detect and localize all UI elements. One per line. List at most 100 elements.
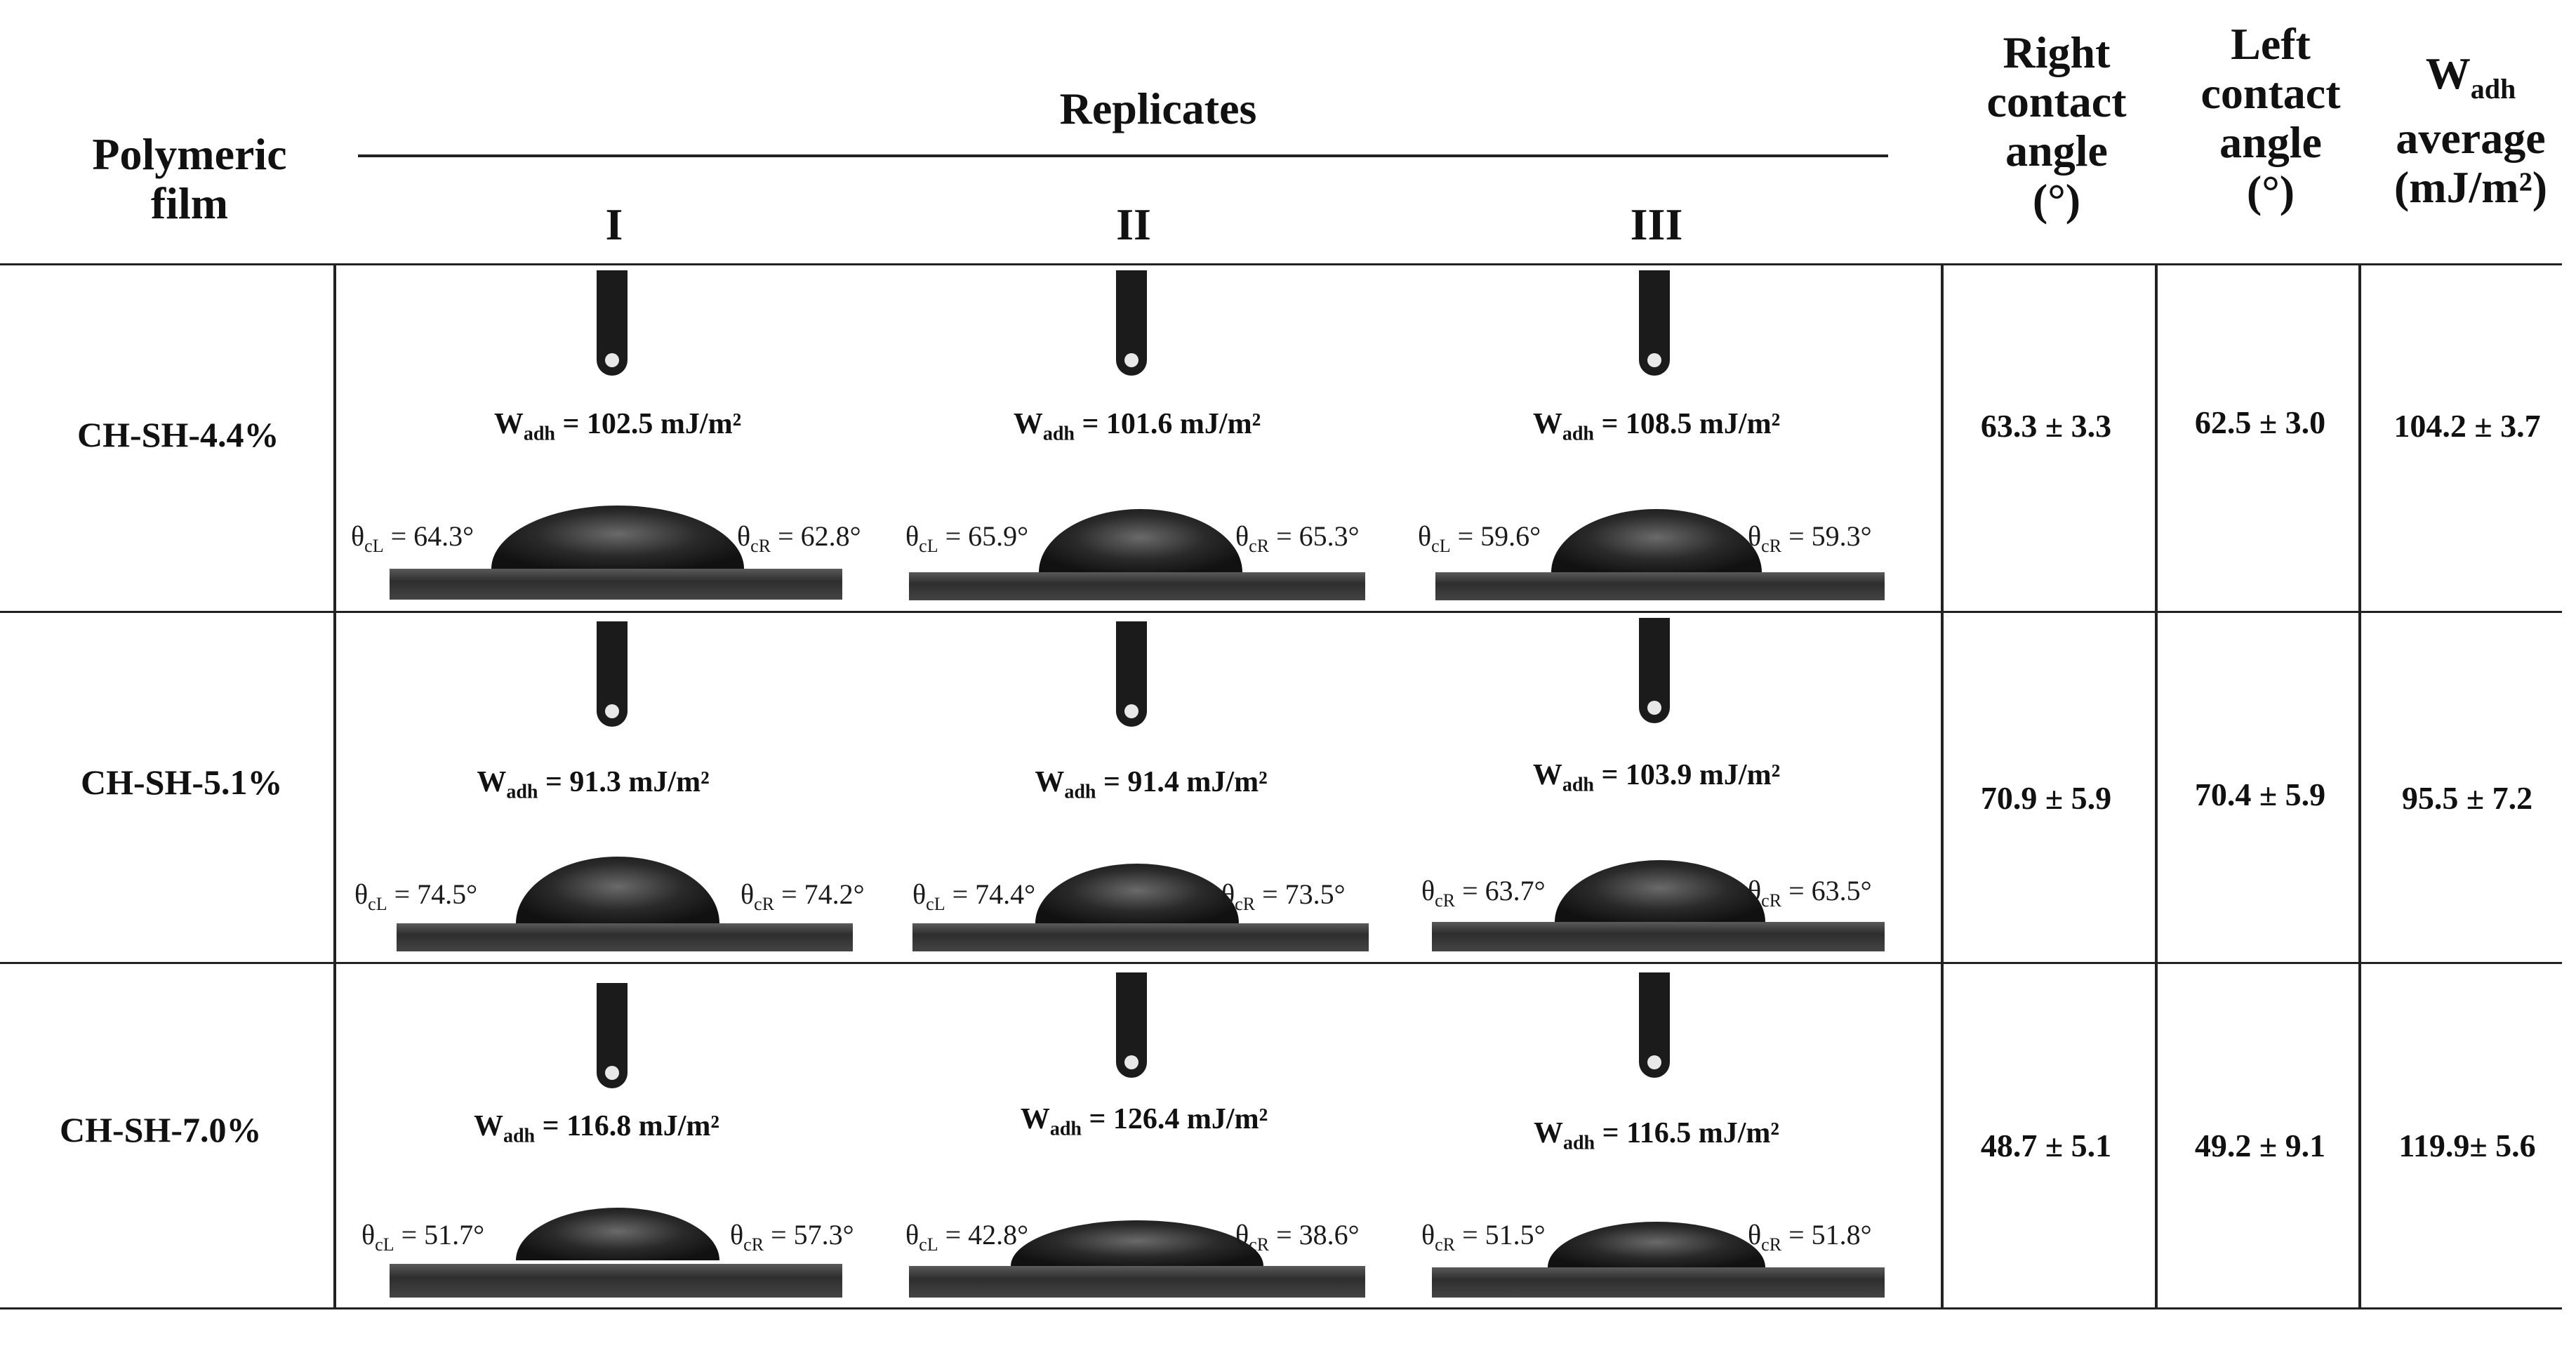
theta-sub: cL [1431, 536, 1451, 556]
wadh-value: 91.3 mJ/m² [569, 766, 710, 798]
angle-value: = 57.3° [771, 1219, 854, 1251]
row-2-left-angle: 70.4 ± 5.9 [2194, 777, 2326, 812]
right-angle-label: θcR = 74.2° [741, 878, 865, 915]
angle-value: = 59.6° [1457, 520, 1541, 552]
theta-sub: cR [743, 1234, 764, 1255]
angle-value: = 63.5° [1788, 875, 1872, 906]
header-rep-3: III [1630, 199, 1683, 249]
angle-value: = 42.8° [945, 1219, 1029, 1251]
header-wadh: Wadh average (mJ/m²) [2365, 49, 2576, 212]
droplet-image [1011, 1220, 1263, 1266]
droplet-image [516, 857, 719, 923]
theta-sub: cL [375, 1234, 394, 1255]
wadh-value: 108.5 mJ/m² [1625, 408, 1781, 440]
needle-icon [1639, 270, 1670, 376]
wadh-label: Wadh = 126.4 mJ/m² [1020, 1103, 1268, 1140]
row-2-wadh-avg: 95.5 ± 7.2 [2401, 780, 2533, 816]
theta: θ [1235, 1219, 1249, 1251]
header-left-angle-l3: angle [2219, 117, 2322, 167]
row-3-wadh-avg: 119.9± 5.6 [2398, 1128, 2536, 1163]
header-wadh-l1: Wadh [2365, 49, 2576, 114]
row-2-film: CH-SH-5.1% [81, 763, 283, 802]
wadh-value: 126.4 mJ/m² [1113, 1103, 1268, 1135]
right-angle-label: θcR = 62.8° [737, 520, 861, 557]
substrate-image [909, 572, 1365, 600]
replicates-rule [358, 154, 1888, 157]
theta: θ [1418, 520, 1432, 552]
theta: θ [737, 520, 751, 552]
wadh-value: 116.8 mJ/m² [566, 1110, 719, 1142]
substrate-image [397, 923, 853, 951]
droplet-image [1039, 509, 1242, 572]
droplet-image [491, 506, 744, 569]
header-rep-2: II [1116, 199, 1151, 249]
theta: θ [1235, 520, 1249, 552]
row-3-film: CH-SH-7.0% [60, 1110, 262, 1149]
wadh-label: Wadh = 91.3 mJ/m² [477, 766, 710, 803]
header-film: Polymeric film [56, 130, 323, 228]
theta-sub: cR [1761, 1234, 1782, 1255]
angle-value: = 65.9° [945, 520, 1029, 552]
needle-icon [1639, 972, 1670, 1078]
header-right-angle-l1: Right [2003, 27, 2111, 77]
theta-sub: cR [1761, 890, 1782, 911]
theta: θ [354, 878, 369, 910]
theta: θ [741, 878, 755, 910]
wadh-label: Wadh = 108.5 mJ/m² [1532, 408, 1781, 445]
needle-icon [1116, 972, 1147, 1078]
row-2-right-angle: 70.9 ± 5.9 [1980, 780, 2112, 816]
theta: θ [1748, 1219, 1762, 1251]
theta-sub: cL [926, 894, 945, 914]
angle-value: = 73.5° [1262, 878, 1346, 910]
right-angle-label: θcR = 63.5° [1748, 874, 1872, 911]
droplet-image [1551, 509, 1762, 572]
header-right-angle: Right contact angle (°) [1951, 28, 2162, 225]
substrate-image [1432, 922, 1885, 951]
wadh-value: 102.5 mJ/m² [586, 408, 742, 440]
wadh-value: 116.5 mJ/m² [1626, 1117, 1779, 1149]
left-angle-label: θcL = 51.7° [361, 1218, 484, 1255]
theta-sub: cR [1435, 1234, 1456, 1255]
left-angle-label: θcL = 42.8° [905, 1218, 1028, 1255]
droplet-image [1548, 1222, 1765, 1267]
wadh-value: 101.6 mJ/m² [1106, 408, 1261, 440]
header-replicates: Replicates [1059, 84, 1257, 133]
row-1-film: CH-SH-4.4% [77, 415, 279, 454]
header-left-angle: Left contact angle (°) [2165, 20, 2376, 216]
wadh-value: 103.9 mJ/m² [1625, 759, 1781, 791]
header-left-angle-l2: contact [2200, 68, 2341, 118]
theta: θ [1748, 875, 1762, 906]
angle-value: = 63.7° [1462, 875, 1546, 906]
needle-icon [597, 621, 628, 727]
row-divider-1 [0, 611, 2562, 613]
wadh-label: Wadh = 91.4 mJ/m² [1035, 766, 1268, 803]
droplet-image [1035, 864, 1239, 923]
right-angle-label: θcR = 59.3° [1748, 520, 1872, 557]
theta: θ [361, 1219, 376, 1251]
header-left-angle-l1: Left [2231, 19, 2311, 69]
left-angle-label: θcL = 74.4° [912, 878, 1035, 915]
left-angle-label: θcL = 64.3° [351, 520, 474, 557]
row-3-left-angle: 49.2 ± 9.1 [2194, 1128, 2326, 1163]
row-divider-2 [0, 962, 2562, 964]
theta-sub: cR [754, 894, 775, 914]
col-divider-film [333, 263, 336, 1309]
row-1-left-angle: 62.5 ± 3.0 [2194, 404, 2326, 440]
left-angle-label: θcL = 65.9° [905, 520, 1028, 557]
wadh-label: Wadh = 116.5 mJ/m² [1533, 1117, 1779, 1154]
table-top-rule [0, 263, 2562, 265]
droplet-image [1555, 860, 1765, 922]
theta-sub: cR [1761, 536, 1782, 556]
right-angle-label: θcR = 65.3° [1235, 520, 1360, 557]
angle-value: = 51.5° [1462, 1219, 1546, 1251]
wadh-label: Wadh = 103.9 mJ/m² [1532, 759, 1781, 796]
left-angle-label: θcR = 51.5° [1421, 1218, 1546, 1255]
header-right-angle-l3: angle [2005, 126, 2108, 176]
left-angle-label: θcL = 59.6° [1418, 520, 1541, 557]
theta: θ [912, 878, 927, 910]
angle-value: = 62.8° [778, 520, 861, 552]
col-divider-left [2155, 263, 2158, 1309]
wadh-value: 91.4 mJ/m² [1127, 766, 1268, 798]
theta: θ [905, 1219, 919, 1251]
theta: θ [1748, 520, 1762, 552]
